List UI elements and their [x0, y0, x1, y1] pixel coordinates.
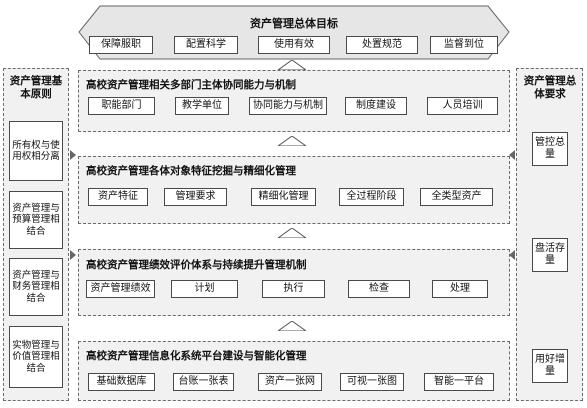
up-arrow-icon — [278, 60, 306, 70]
up-arrow-icon — [278, 136, 306, 146]
flow-node: 智能一平台 — [424, 373, 494, 391]
left-panel-title: 资产管理基本原则 — [9, 75, 63, 101]
flow-node: 资产特征 — [88, 188, 148, 206]
requirement-item: 管控总量 — [532, 132, 568, 166]
flow-node: 资产管理绩效 — [86, 280, 155, 298]
flow-node: 全过程阶段 — [339, 188, 404, 206]
flow-node: 职能部门 — [88, 97, 155, 115]
goal-item: 配置科学 — [174, 36, 238, 54]
principle-item: 资产管理与财务管理相结合 — [9, 258, 63, 316]
goal-item: 监督到位 — [430, 36, 498, 54]
flow-node: 制度建设 — [345, 97, 407, 115]
flow-node: 台账一张表 — [173, 373, 234, 391]
flow-node: 管理要求 — [164, 188, 227, 206]
flow-node: 精细化管理 — [251, 188, 316, 206]
flow-node: 基础数据库 — [88, 373, 155, 391]
up-arrow-icon — [278, 228, 306, 238]
right-requirements-panel: 资产管理总体要求 管控总量 盘活存量 用好增量 — [516, 68, 583, 401]
flow-node: 全类型资产 — [420, 188, 493, 206]
section-fine-management-title: 高校资产管理各体对象特征挖掘与精细化管理 — [86, 165, 296, 177]
requirement-item: 用好增量 — [532, 349, 568, 383]
up-arrow-icon — [278, 321, 306, 331]
section-informatization — [78, 341, 510, 401]
top-goal-banner: 资产管理总体目标 保障服职 配置科学 使用有效 处置规范 监督到位 — [78, 5, 510, 60]
goal-item: 使用有效 — [258, 36, 330, 54]
flow-node: 资产一张网 — [258, 373, 322, 391]
flow-node: 人员培训 — [427, 97, 498, 115]
section-performance-title: 高校资产管理绩效评价体系与持续提升管理机制 — [86, 259, 307, 271]
flow-node: 协同能力与机制 — [249, 97, 327, 115]
right-panel-title: 资产管理总体要求 — [523, 75, 577, 101]
flow-node: 执行 — [262, 280, 325, 298]
section-informatization-title: 高校资产管理信息化系统平台建设与智能化管理 — [86, 350, 307, 362]
goal-item: 保障服职 — [89, 36, 153, 54]
goal-item: 处置规范 — [346, 36, 418, 54]
flow-node: 检查 — [348, 280, 410, 298]
flow-node: 可视一张图 — [340, 373, 404, 391]
top-goal-title: 资产管理总体目标 — [250, 17, 338, 30]
flow-node: 教学单位 — [175, 97, 229, 115]
principle-item: 所有权与使用权相分离 — [9, 121, 63, 181]
principle-item: 实物管理与价值管理相结合 — [9, 326, 63, 388]
flow-node: 计划 — [171, 280, 238, 298]
flow-node: 处理 — [432, 280, 488, 298]
requirement-item: 盘活存量 — [532, 238, 568, 272]
left-principles-panel: 资产管理基本原则 所有权与使用权相分离 资产管理与预算管理相结合 资产管理与财务… — [3, 68, 69, 401]
section-collaboration-title: 高校资产管理相关多部门主体协同能力与机制 — [86, 79, 296, 91]
principle-item: 资产管理与预算管理相结合 — [9, 191, 63, 249]
